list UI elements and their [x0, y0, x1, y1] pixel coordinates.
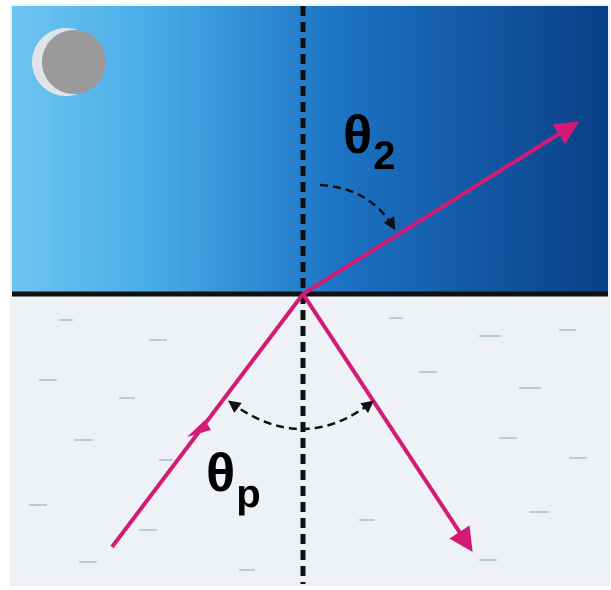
theta-2-symbol: θ [343, 105, 372, 165]
label-theta-p: θp [206, 446, 261, 500]
lower-medium [12, 294, 608, 584]
theta-p-symbol: θ [206, 443, 235, 503]
label-theta-2: θ2 [343, 108, 395, 162]
moon-icon [32, 28, 106, 96]
theta-2-subscript: 2 [373, 134, 395, 178]
theta-p-subscript: p [236, 472, 260, 516]
